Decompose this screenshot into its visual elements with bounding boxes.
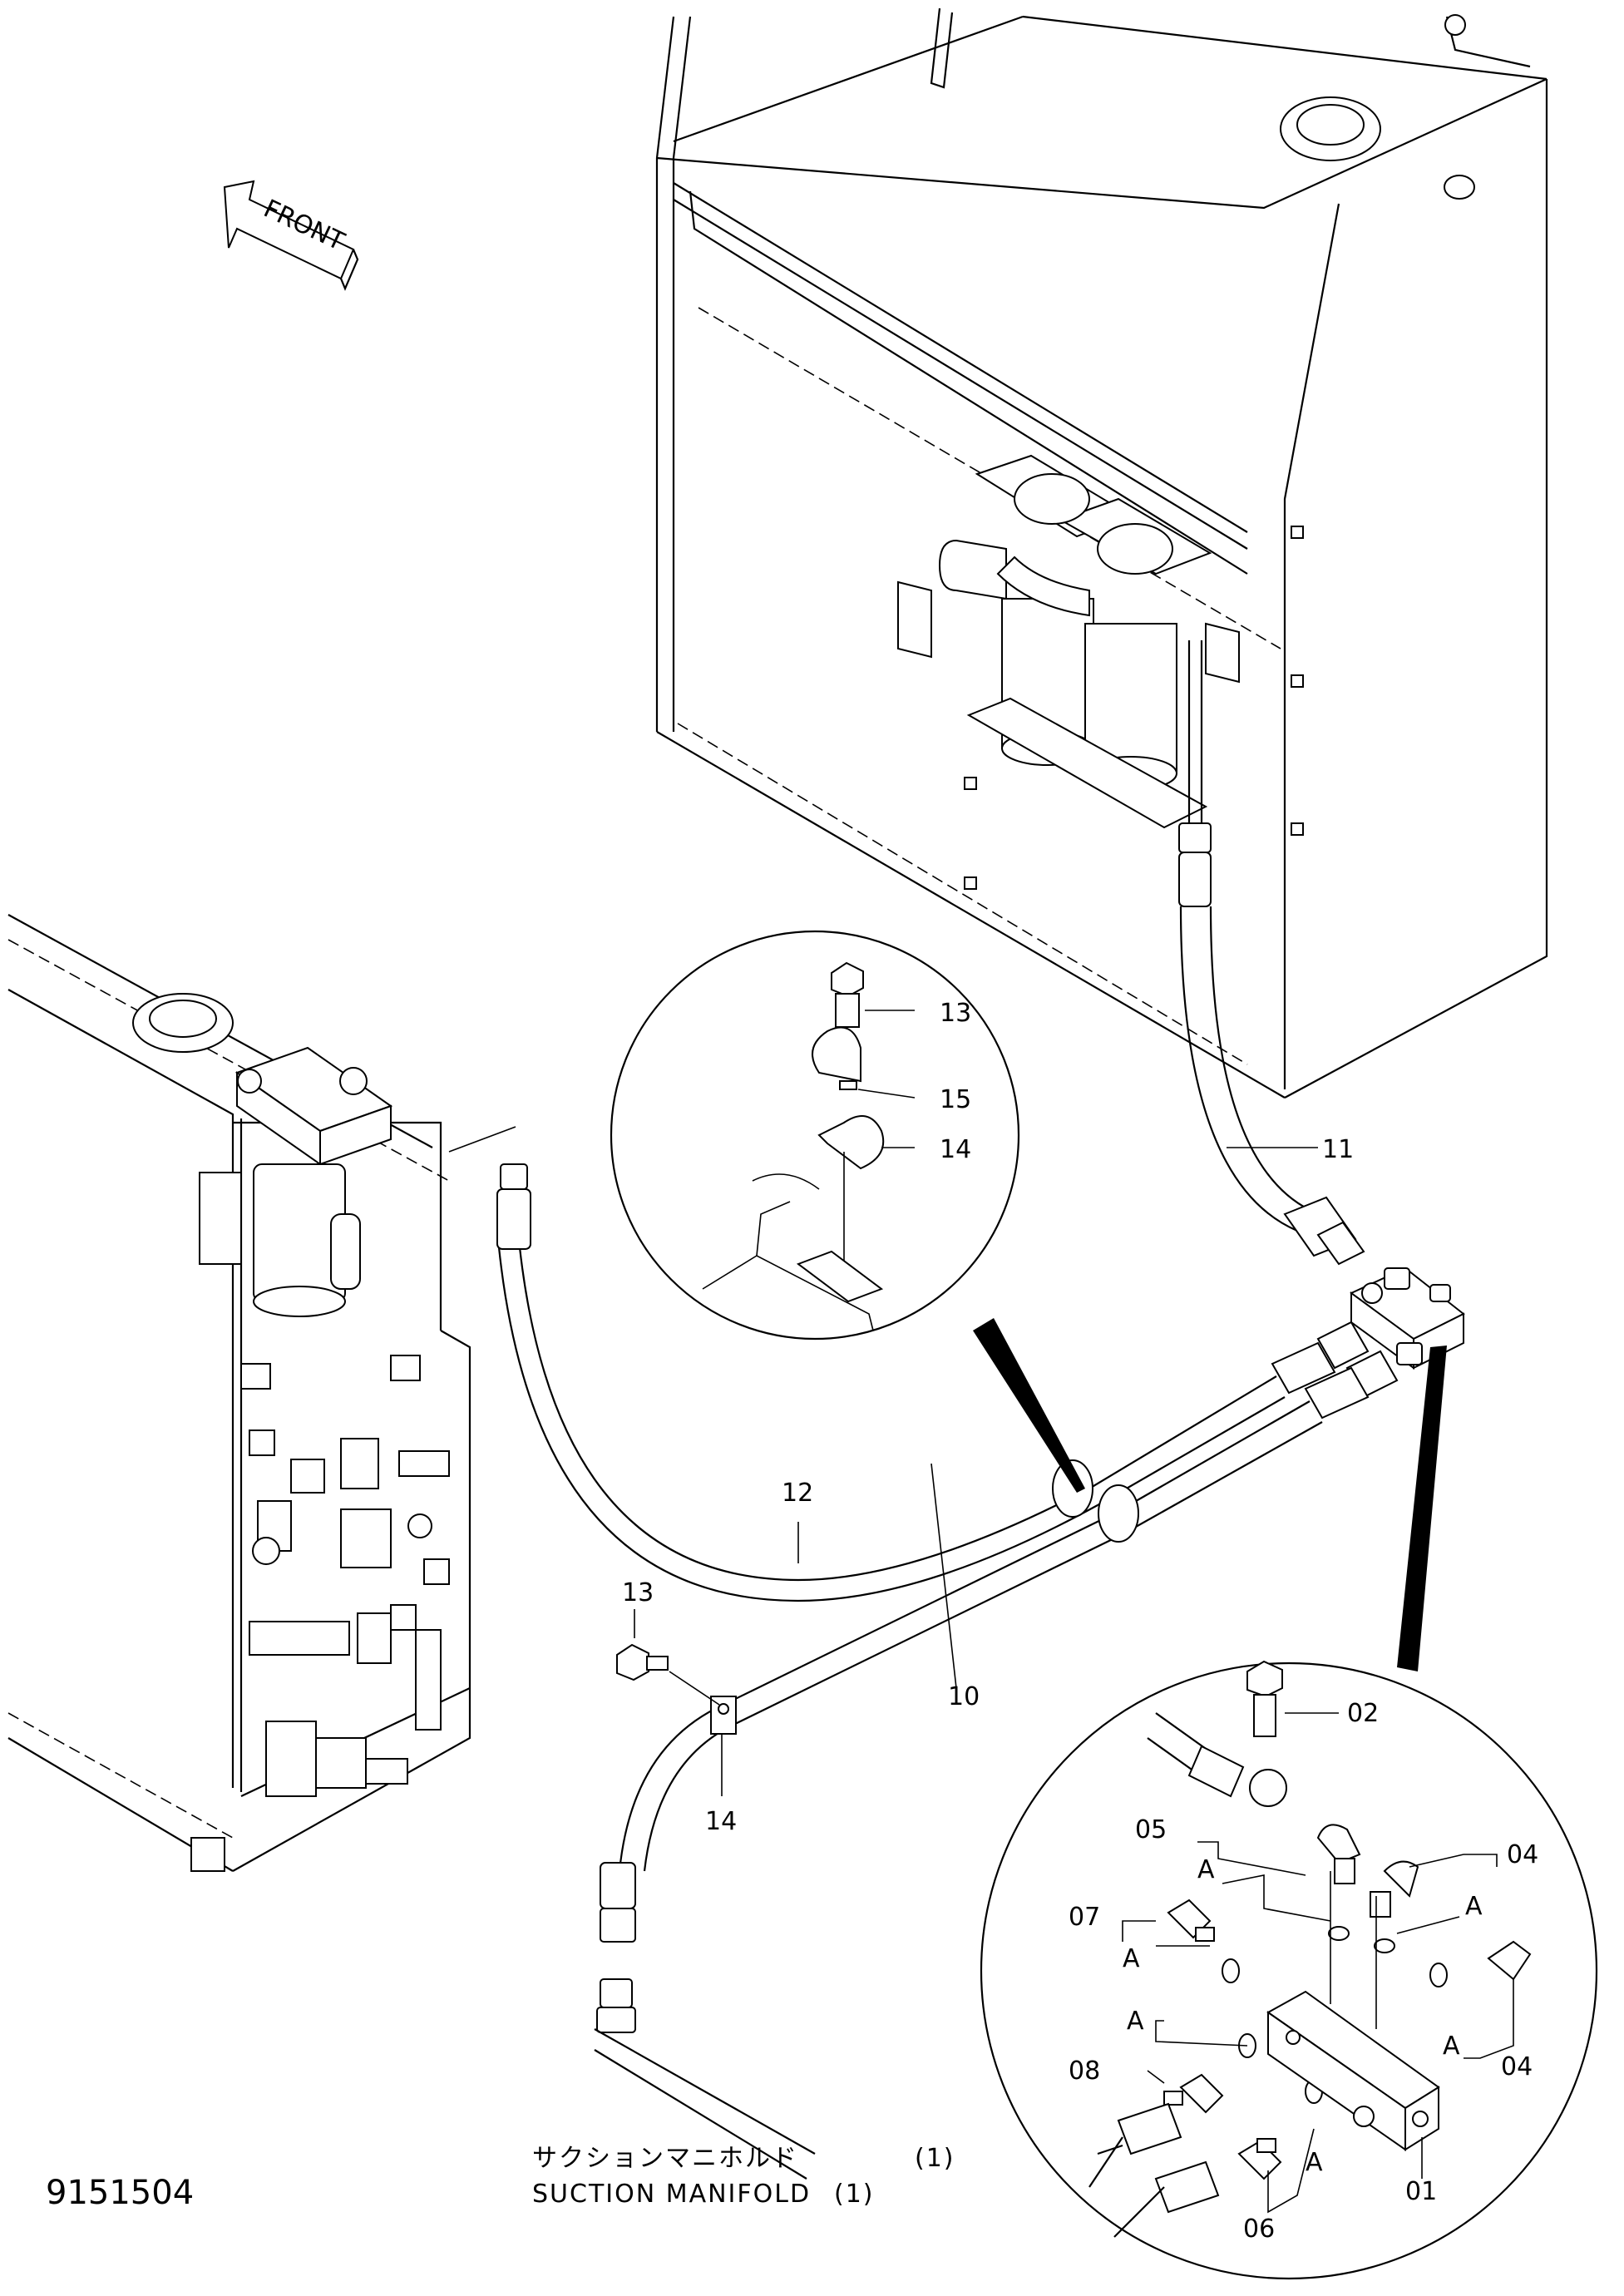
detail-manifold-label-04a: 04 xyxy=(1507,1840,1538,1869)
detail-view-manifold xyxy=(980,1346,1598,2280)
frame-assembly xyxy=(7,914,471,1872)
detail-manifold-label-a6: A xyxy=(1306,2148,1323,2177)
detail-manifold-label-05: 05 xyxy=(1135,1815,1167,1844)
front-direction-arrow: FRONT xyxy=(223,180,359,291)
drawing-number: 9151504 xyxy=(46,2174,194,2212)
detail-manifold-label-a2: A xyxy=(1465,1892,1483,1921)
hose-11 xyxy=(1178,640,1365,1266)
bolt-13-main xyxy=(616,1609,720,1706)
suction-manifold xyxy=(1350,1267,1465,1370)
detail-clamp-label-14: 14 xyxy=(940,1135,971,1164)
detail-manifold-label-a4: A xyxy=(1127,2007,1144,2036)
detail-manifold-label-a3: A xyxy=(1123,1944,1140,1973)
label-12: 12 xyxy=(782,1479,813,1508)
title-japanese: サクションマニホルド xyxy=(532,2144,798,2173)
detail-view-clamp xyxy=(610,930,1085,1493)
label-14: 14 xyxy=(705,1807,737,1836)
return-filter-assembly xyxy=(897,454,1240,829)
detail-clamp-label-13: 13 xyxy=(940,999,971,1028)
hose-10 xyxy=(594,1350,1399,2180)
label-10: 10 xyxy=(948,1682,980,1711)
detail-manifold-label-02: 02 xyxy=(1347,1699,1379,1728)
hose-clamp-main xyxy=(710,1459,1139,1735)
hose-12 xyxy=(448,1126,1370,1602)
detail-manifold-label-04b: 04 xyxy=(1501,2052,1533,2081)
detail-manifold-label-01: 01 xyxy=(1405,2177,1437,2206)
title-japanese-qty: (1) xyxy=(915,2144,955,2173)
label-11: 11 xyxy=(1322,1135,1354,1164)
detail-clamp-label-15: 15 xyxy=(940,1085,971,1114)
detail-manifold-label-08: 08 xyxy=(1069,2057,1100,2086)
title-english-qty: (1) xyxy=(834,2180,875,2209)
label-13: 13 xyxy=(622,1578,654,1607)
detail-manifold-label-a1: A xyxy=(1197,1855,1215,1884)
title-english: SUCTION MANIFOLD xyxy=(532,2180,811,2209)
hydraulic-tank xyxy=(655,7,1548,1099)
title-block: サクションマニホルド (1) SUCTION MANIFOLD (1) xyxy=(532,2144,955,2209)
detail-manifold-label-06: 06 xyxy=(1243,2215,1275,2244)
detail-manifold-label-07: 07 xyxy=(1069,1903,1100,1932)
detail-manifold-label-a5: A xyxy=(1443,2032,1460,2061)
